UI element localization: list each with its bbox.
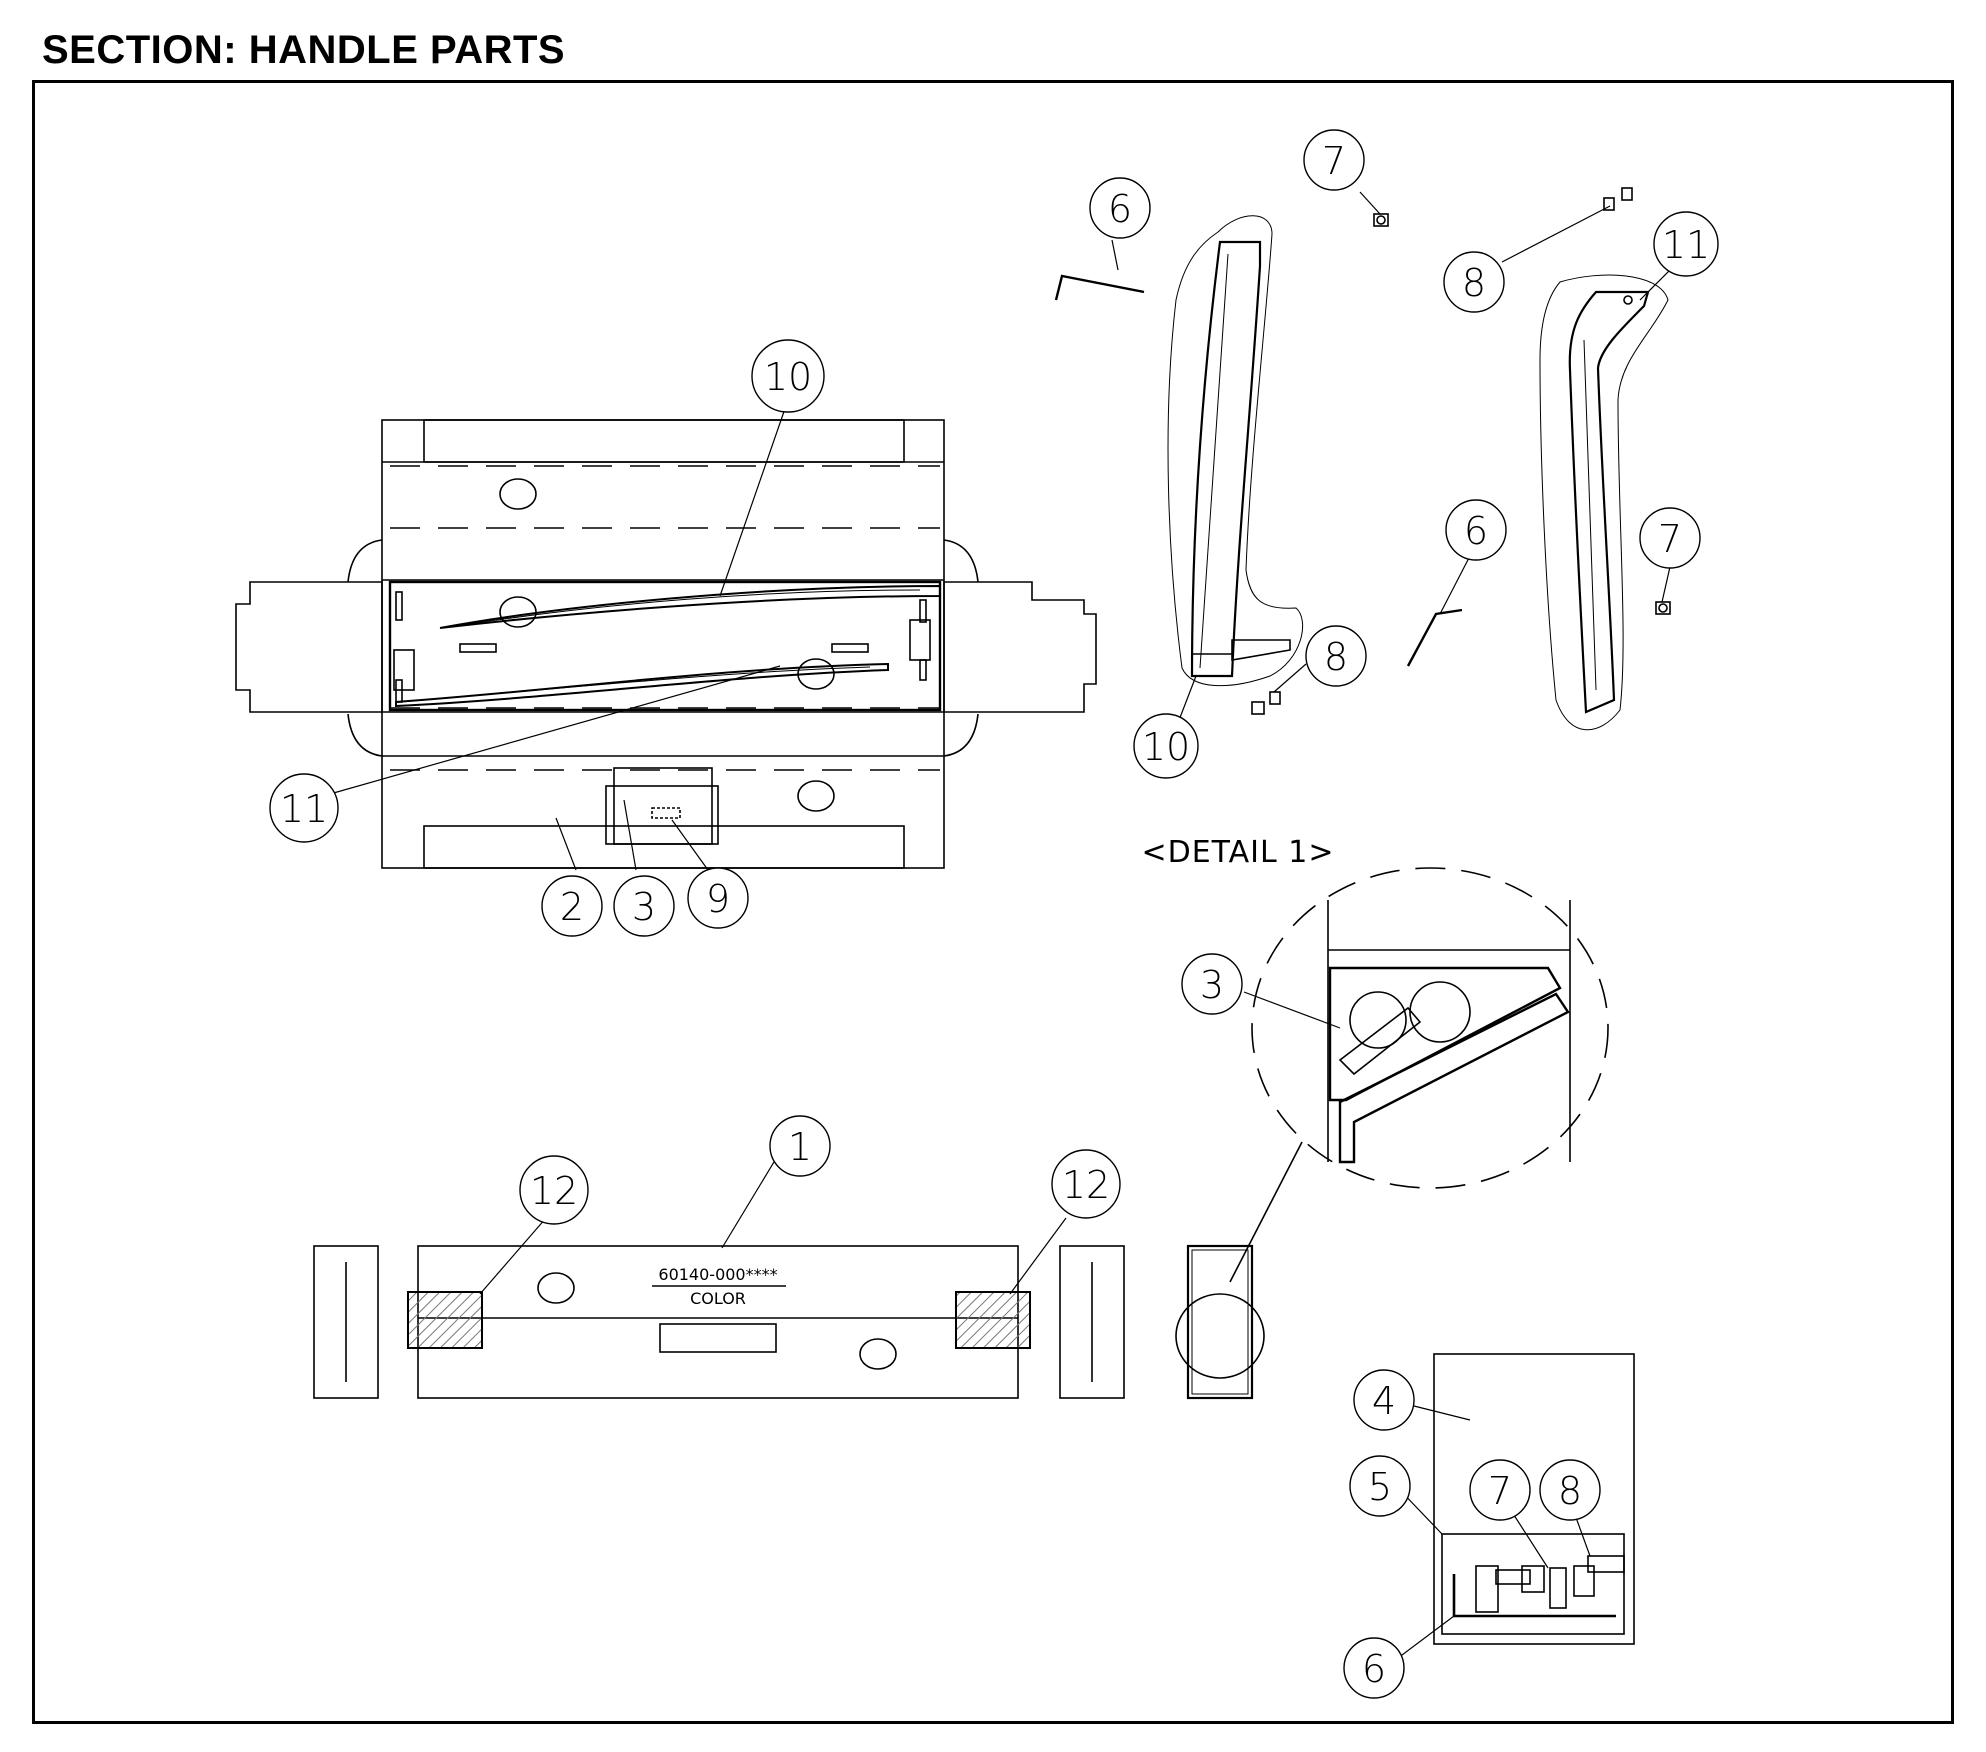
svg-text:1: 1 — [788, 1125, 812, 1169]
open-carton — [235, 419, 1097, 869]
callout-12-left: 12 — [519, 1155, 589, 1225]
leader-lines — [329, 191, 1681, 1665]
svg-text:7: 7 — [1488, 1469, 1512, 1513]
svg-text:12: 12 — [530, 1169, 578, 1213]
callout-7-mid: 7 — [1639, 507, 1701, 569]
svg-text:5: 5 — [1368, 1465, 1392, 1509]
callout-7-top: 7 — [1303, 129, 1365, 191]
svg-text:9: 9 — [706, 877, 730, 921]
callout-6-top: 6 — [1089, 177, 1151, 239]
callout-4: 4 — [1353, 1369, 1415, 1431]
callout-9: 9 — [687, 867, 749, 929]
callout-5: 5 — [1349, 1455, 1411, 1517]
callout-11-carton: 11 — [269, 773, 339, 843]
svg-text:10: 10 — [764, 355, 812, 399]
section-title: SECTION: HANDLE PARTS — [42, 28, 566, 72]
callout-6-mid: 6 — [1445, 499, 1507, 561]
callout-10-carton: 10 — [751, 339, 825, 413]
accessory-box — [1433, 1353, 1635, 1645]
callout-8-box: 8 — [1539, 1459, 1601, 1521]
svg-text:2: 2 — [560, 885, 584, 929]
closed-carton — [313, 1244, 1265, 1400]
svg-text:6: 6 — [1464, 509, 1488, 553]
callout-2: 2 — [541, 875, 603, 937]
svg-text:8: 8 — [1462, 261, 1486, 305]
callout-3-detail: 3 — [1181, 953, 1243, 1015]
svg-text:11: 11 — [280, 787, 328, 831]
svg-text:11: 11 — [1662, 223, 1710, 267]
callout-10-handle: 10 — [1133, 713, 1199, 779]
svg-text:7: 7 — [1658, 517, 1682, 561]
svg-text:3: 3 — [632, 885, 656, 929]
part-color-label: COLOR — [690, 1289, 746, 1308]
svg-text:4: 4 — [1372, 1379, 1396, 1423]
detail-1-label: <DETAIL 1> — [1141, 835, 1334, 870]
svg-text:10: 10 — [1142, 725, 1190, 769]
svg-text:7: 7 — [1322, 139, 1346, 183]
callout-8-mid: 8 — [1305, 625, 1367, 687]
callout-12-right: 12 — [1051, 1149, 1121, 1219]
svg-text:8: 8 — [1558, 1469, 1582, 1513]
svg-text:12: 12 — [1062, 1163, 1110, 1207]
callout-6-box: 6 — [1343, 1637, 1405, 1699]
handle-left-assembly — [1054, 213, 1389, 715]
svg-text:8: 8 — [1324, 635, 1348, 679]
svg-text:3: 3 — [1200, 963, 1224, 1007]
detail-1-view — [1229, 867, 1609, 1283]
callout-11-handle: 11 — [1653, 211, 1719, 277]
callout-8-top: 8 — [1443, 251, 1505, 313]
svg-text:6: 6 — [1108, 187, 1132, 231]
callout-1: 1 — [769, 1115, 831, 1177]
callout-3: 3 — [613, 875, 675, 937]
drawing-frame — [32, 80, 1954, 1724]
svg-text:6: 6 — [1362, 1647, 1386, 1691]
part-number-label: 60140-000**** — [658, 1265, 777, 1284]
callout-7-box: 7 — [1469, 1459, 1531, 1521]
handle-right-assembly — [1406, 187, 1671, 731]
